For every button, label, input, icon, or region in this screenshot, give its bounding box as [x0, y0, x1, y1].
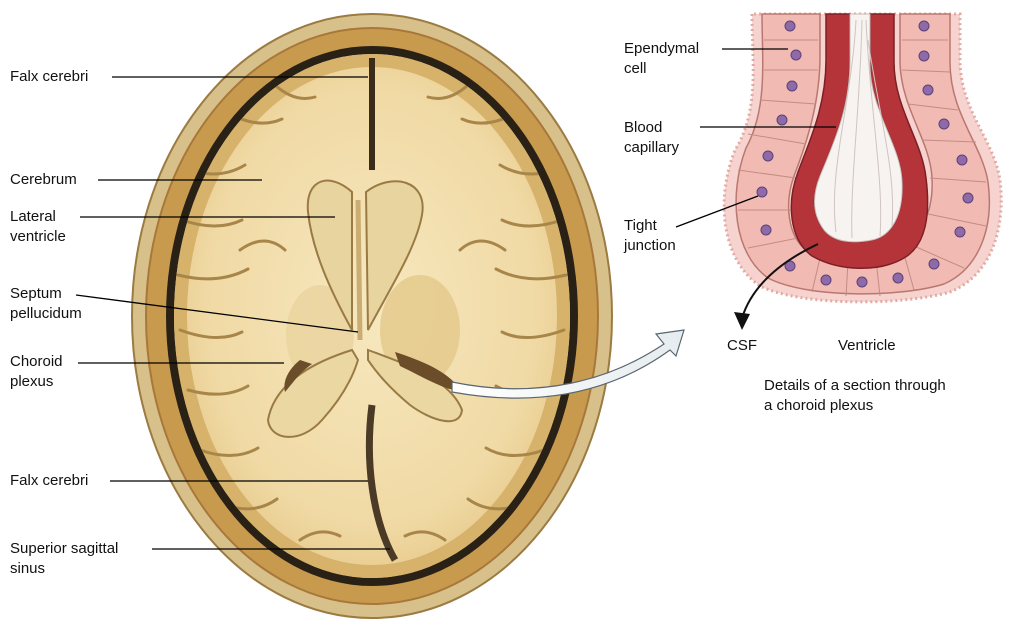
septum-pellucidum — [358, 200, 360, 340]
label-tight-junction: Tight junction — [624, 216, 676, 256]
label-ependymal-cell: Ependymal cell — [624, 39, 699, 79]
label-falx-cerebri-top: Falx cerebri — [10, 67, 88, 87]
label-choroid-plexus: Choroid plexus — [10, 352, 63, 392]
label-septum-pellucidum: Septum pellucidum — [10, 284, 82, 324]
brain-section — [132, 14, 612, 618]
label-blood-capillary: Blood capillary — [624, 118, 679, 158]
label-ventricle: Ventricle — [838, 336, 896, 356]
choroid-plexus-detail — [724, 14, 1001, 330]
label-csf: CSF — [727, 336, 757, 356]
label-lateral-ventricle: Lateral ventricle — [10, 207, 66, 247]
label-cerebrum: Cerebrum — [10, 170, 77, 190]
label-superior-sagittal-sinus: Superior sagittal sinus — [10, 539, 118, 579]
figure-caption: Details of a section through a choroid p… — [764, 376, 946, 416]
label-falx-cerebri-bottom: Falx cerebri — [10, 471, 88, 491]
